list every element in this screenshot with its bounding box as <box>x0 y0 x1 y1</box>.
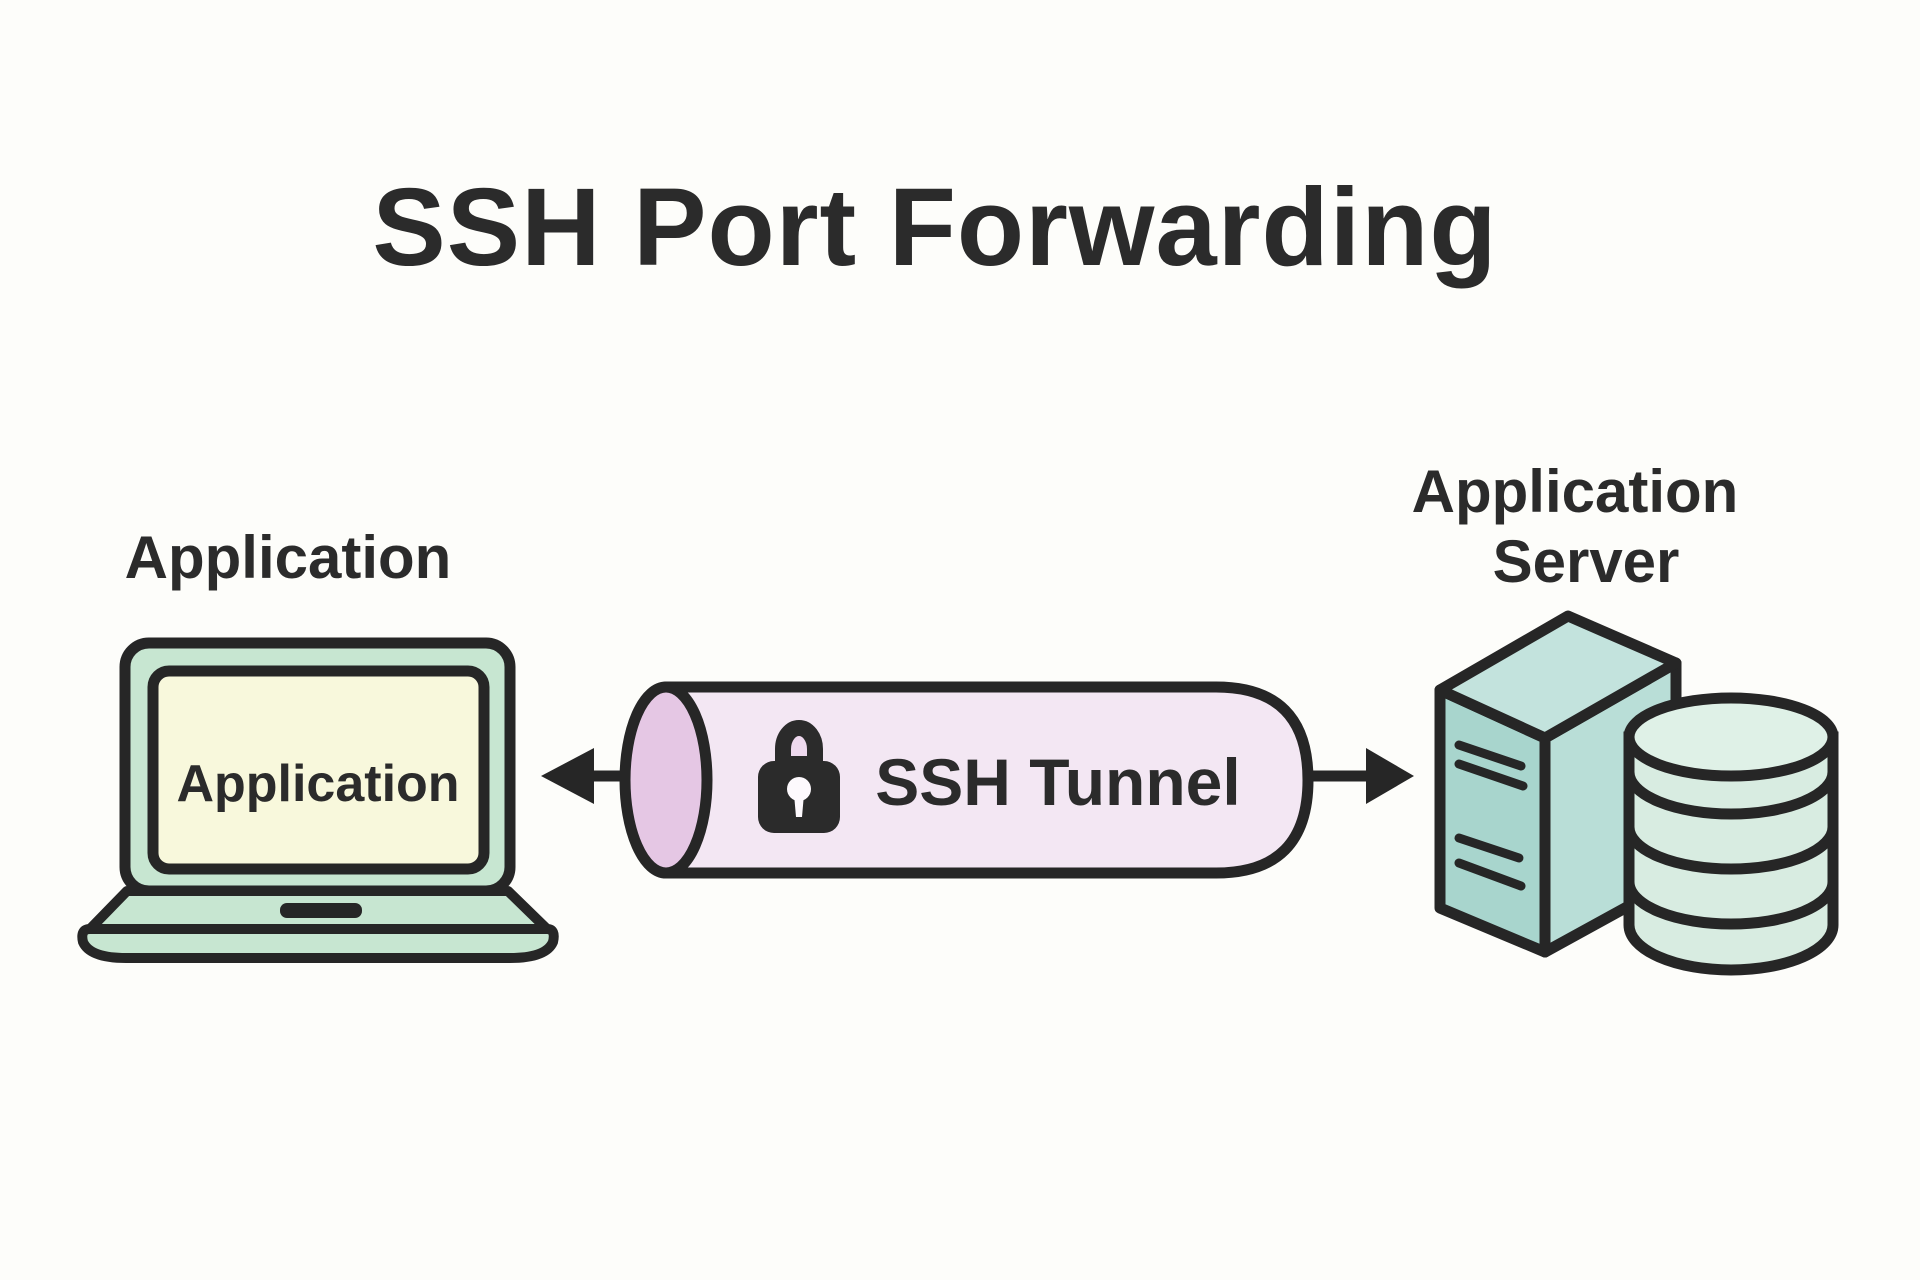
arrow-right-head <box>1366 748 1414 804</box>
server-label-line1: Application <box>1412 458 1739 525</box>
arrow-left-head <box>541 748 594 804</box>
lock-icon <box>758 720 840 833</box>
lock-keyhole-stem <box>794 794 804 817</box>
lock-shackle <box>775 720 823 772</box>
laptop-base-lip <box>77 924 559 963</box>
tunnel-end-cap <box>619 681 713 879</box>
server-label: Application Server <box>1412 458 1739 595</box>
laptop-notch <box>280 903 362 918</box>
laptop-screen <box>147 665 490 875</box>
server-label-line2: Server <box>1493 528 1680 595</box>
database-top <box>1623 692 1839 782</box>
laptop-screen-label: Application <box>176 755 459 813</box>
database-disk-separators <box>1623 771 1839 930</box>
database-body <box>1623 731 1839 976</box>
tunnel-label: SSH Tunnel <box>875 745 1240 819</box>
lock-keyhole <box>787 777 811 801</box>
ssh-tunnel: SSH Tunnel <box>619 681 1314 879</box>
server-top-face <box>1434 610 1682 744</box>
database-icon <box>1623 692 1839 976</box>
laptop-icon: Application <box>77 637 559 963</box>
client-label: Application <box>125 524 452 591</box>
diagram-title: SSH Port Forwarding <box>372 166 1497 289</box>
server-vent-lines <box>1454 740 1528 891</box>
